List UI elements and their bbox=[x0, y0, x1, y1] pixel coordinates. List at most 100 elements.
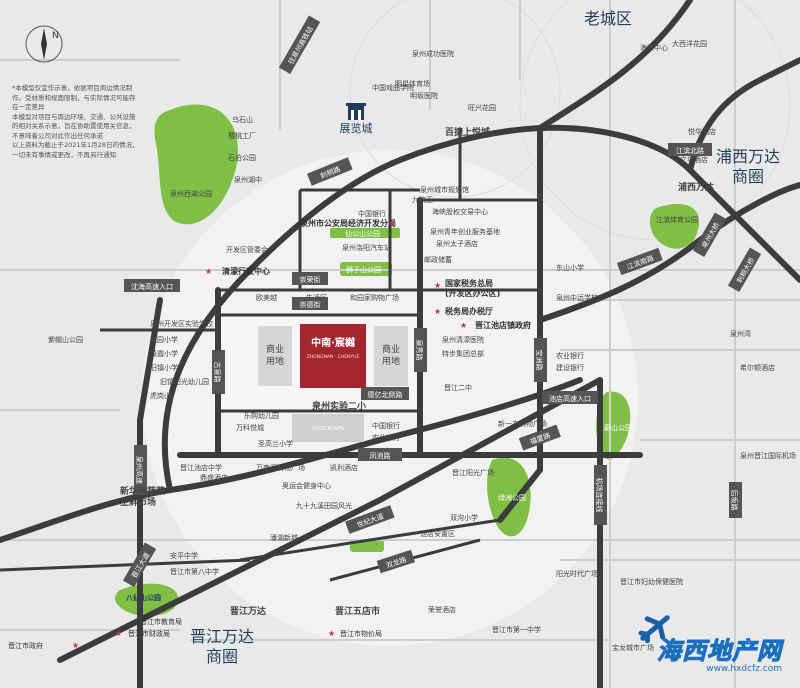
district-old-city: 老城区 bbox=[584, 9, 632, 28]
poi: 九牧王 bbox=[412, 195, 433, 204]
poi: 中国银行 bbox=[372, 421, 400, 430]
secondary-roads bbox=[0, 128, 540, 582]
disclaimer-line: 的相对关系示意，旨在协助置使用关信息， bbox=[12, 122, 136, 130]
exhibition-label: 展览城 bbox=[340, 121, 373, 135]
poi: 泉州湾 bbox=[730, 329, 751, 338]
poi: 晋江阳光广场 bbox=[452, 468, 494, 477]
poi: 石伯公园 bbox=[228, 153, 256, 162]
poi: 农业银行 bbox=[372, 433, 400, 442]
poi: 池店安置区 bbox=[420, 529, 455, 538]
disclaimer-line: 本模型对项目与周边环境、交通、公共设施 bbox=[12, 112, 136, 121]
exhibition-icon bbox=[346, 103, 366, 120]
park-label: 泉州西湖公园 bbox=[170, 189, 212, 198]
road-label: 池店高速入口 bbox=[549, 394, 591, 403]
road-label: 沈海高速入口 bbox=[131, 282, 173, 291]
radius-circle-north bbox=[349, 0, 561, 198]
poi: 茂霞小学 bbox=[150, 349, 178, 358]
poi: 海峡股权交易中心 bbox=[432, 207, 488, 216]
commercial-label-right: 商业用地 bbox=[382, 343, 400, 367]
poi: 生活区 bbox=[306, 293, 327, 302]
poi: 泉州城市规划馆 bbox=[420, 185, 469, 194]
project-name: 中南·宸樾 bbox=[311, 336, 356, 349]
poi: 农业银行 bbox=[556, 351, 584, 360]
poi: 邮政储蓄 bbox=[424, 255, 452, 264]
road-label: 后坂路 bbox=[730, 490, 739, 511]
poi: 泉州晋江国际机场 bbox=[740, 451, 796, 460]
red-pois: 泉州市公安局经济开发分局 ★ 清濛行政中心 ★ 国家税务总局(开发区办公区) ★… bbox=[8, 218, 531, 650]
radius-circle-east bbox=[519, 0, 791, 241]
xiangongshan-park-strip bbox=[330, 228, 400, 238]
road-label: 崇德街 bbox=[300, 300, 321, 309]
poi: 万科悦城 bbox=[236, 423, 264, 432]
poi: 文华酒店 bbox=[680, 155, 708, 164]
poi-bold: 泉州实验二小 bbox=[311, 400, 366, 412]
road-label: 凤池路 bbox=[370, 451, 391, 460]
poi: 泉州中远学校 bbox=[556, 293, 598, 302]
poi: 双沟小学 bbox=[450, 513, 478, 522]
poi: 旺兴花园 bbox=[468, 103, 496, 112]
school-block-label: POLYCROWN bbox=[312, 426, 344, 432]
poi: 鼎盛酒店 bbox=[200, 473, 228, 482]
svg-text:★: ★ bbox=[460, 321, 467, 330]
svg-text:★: ★ bbox=[72, 641, 79, 650]
poi: 晋江池店中学 bbox=[180, 463, 222, 472]
park-label: 紫帽山公园 bbox=[48, 335, 83, 344]
poi: 泉州开发区实验学校 bbox=[150, 319, 213, 328]
svg-text:★: ★ bbox=[388, 219, 395, 228]
poi-red: 晋江市政府 bbox=[8, 641, 43, 650]
park-label: 狮子山公园 bbox=[346, 265, 381, 274]
poi-bold: 晋江万达 bbox=[230, 605, 266, 617]
poi-red: 税务局办税厅 bbox=[445, 306, 493, 316]
poi: 安平中学 bbox=[170, 551, 198, 560]
svg-text:★: ★ bbox=[434, 307, 441, 316]
poi-red: 泉州市公安局经济开发分局 bbox=[299, 218, 396, 228]
small-pois: 泉州成功医院 明星体育场 中国戏曲学院 明坂医院 旺兴花园 海峡中心 悦华酒店 … bbox=[150, 39, 796, 652]
poi: 圣高兰小学 bbox=[258, 439, 293, 448]
poi: 泉州清濛医院 bbox=[442, 335, 484, 344]
road-label: 泉州高速 bbox=[135, 456, 144, 484]
poi: 欧美越 bbox=[256, 293, 277, 302]
poi: 奥运会健身中心 bbox=[282, 481, 331, 490]
poi: 泉州青年创业服务基地 bbox=[430, 227, 500, 236]
poi: 乐购幼儿园 bbox=[244, 411, 279, 420]
poi: 特步集团总部 bbox=[442, 349, 484, 358]
west-lake-park bbox=[154, 104, 238, 225]
poi: 阳光时代广场 bbox=[556, 569, 598, 578]
poi: 晋江市第一中学 bbox=[492, 625, 541, 634]
poi: 乌石山 bbox=[232, 115, 253, 124]
commercial-land-right bbox=[374, 326, 408, 386]
district-jinjiang-wanda: 晋江万达商圈 bbox=[190, 627, 254, 666]
road-label: 泉秀路 bbox=[415, 340, 424, 361]
poi: 旧镇小学 bbox=[150, 363, 178, 372]
park-label: 磨山公园 bbox=[604, 423, 632, 432]
poi: 潘湖新城 bbox=[270, 533, 298, 542]
poi: 花园小学 bbox=[150, 335, 178, 344]
park-label: 仙公山公园 bbox=[345, 229, 380, 238]
poi: 海峡中心 bbox=[640, 43, 668, 52]
poi-bold: 新华洲蔬菜生鲜市场 bbox=[120, 485, 166, 508]
poi: 建设银行 bbox=[556, 363, 584, 372]
jiangbin-sport-park bbox=[649, 203, 700, 249]
poi-red: 晋江市物价局 bbox=[340, 629, 382, 638]
road-label: 宝洲路 bbox=[535, 350, 544, 371]
commercial-land-left bbox=[258, 326, 292, 386]
road-label: 德亿北侧路 bbox=[368, 390, 403, 399]
watermark-brand: 海西地产网 bbox=[657, 637, 782, 666]
moshan-park bbox=[596, 391, 631, 460]
poi: 晋江市妇幼保健医院 bbox=[620, 577, 683, 586]
poi: 万商汇购物广场 bbox=[256, 463, 305, 472]
poi: 明星体育场 bbox=[395, 79, 430, 88]
commercial-label-left: 商业用地 bbox=[266, 343, 284, 367]
poi: 樱桃工厂 bbox=[228, 131, 256, 140]
disclaimer-line: 不意味着公司对此作出任何承诺 bbox=[12, 131, 103, 140]
poi: 泉州成功医院 bbox=[412, 49, 454, 58]
poi-red: 晋江市教育局 bbox=[140, 617, 182, 626]
poi: 中国戏曲学院 bbox=[372, 83, 414, 92]
poi: 虎岗山 bbox=[150, 391, 171, 400]
poi: 泉州湖中 bbox=[234, 175, 262, 184]
project-marker bbox=[300, 324, 366, 388]
poi: 荣誉酒店 bbox=[428, 605, 456, 614]
poi: 宝龙城市广场 bbox=[612, 643, 654, 652]
svg-text:★: ★ bbox=[205, 267, 212, 276]
